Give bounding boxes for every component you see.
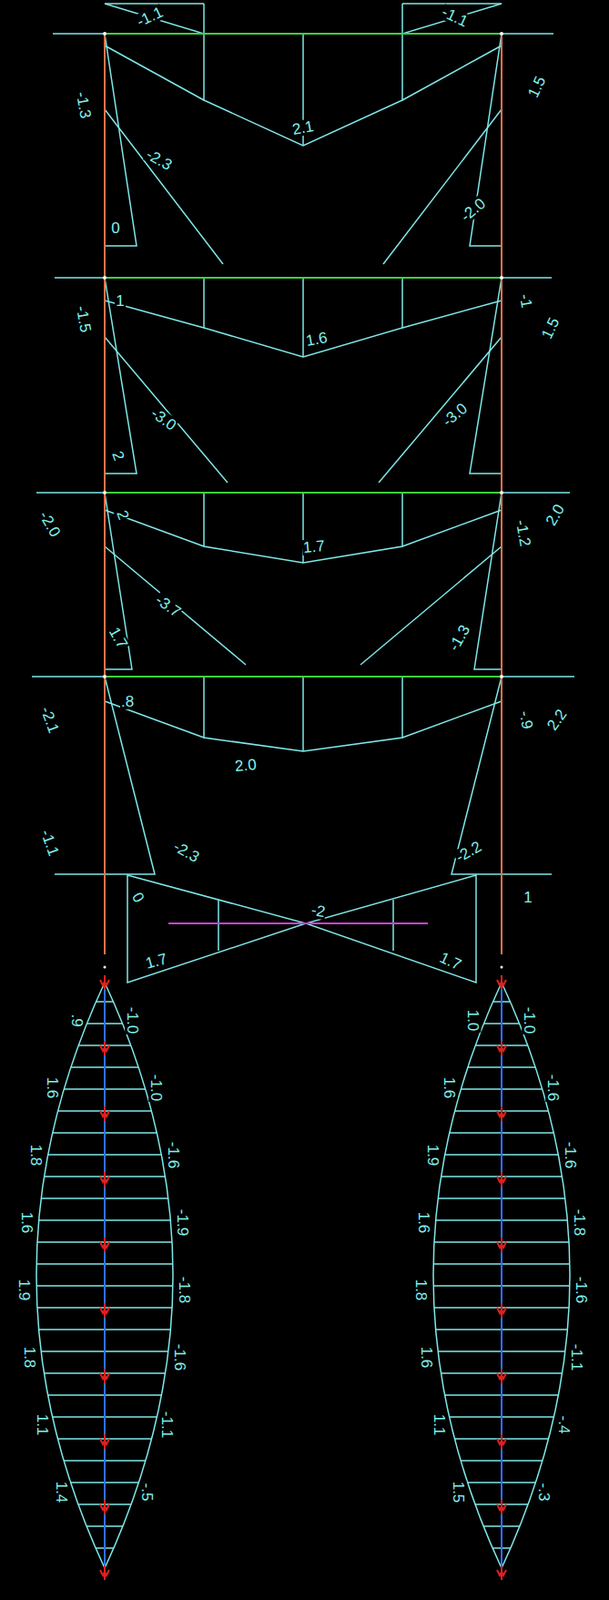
moment-value: 1.7 — [105, 623, 132, 652]
moment-value: -1.3 — [73, 89, 94, 121]
support-marker — [100, 1433, 110, 1449]
support-marker — [497, 974, 507, 990]
support-marker — [497, 1499, 507, 1514]
moment-value: 1.7 — [436, 948, 465, 973]
support-marker — [100, 1171, 110, 1187]
moment-value: 1.7 — [142, 949, 170, 971]
moment-value: -1.1 — [438, 3, 472, 31]
support-marker — [497, 1564, 507, 1580]
moment-value: -2.3 — [170, 837, 203, 865]
moment-value: 2 — [113, 507, 132, 523]
moment-value: -1.8 — [176, 1274, 193, 1303]
moment-value: 1.1 — [431, 1411, 447, 1436]
moment-value: -.5 — [140, 1481, 156, 1502]
moment-value: -1.6 — [573, 1274, 589, 1303]
support-marker — [497, 1368, 507, 1383]
moment-value: -1.3 — [446, 620, 474, 654]
moment-value: -1.9 — [174, 1207, 191, 1236]
moment-value: -1 — [517, 291, 536, 310]
support-marker — [497, 1171, 507, 1187]
moment-value: -2.0 — [457, 193, 490, 224]
moment-value: 1.0 — [466, 1007, 482, 1032]
moment-value: 2.2 — [544, 705, 571, 734]
moment-value: -2.0 — [36, 507, 64, 540]
moment-value: 1.6 — [44, 1075, 61, 1099]
moment-value: 2.1 — [290, 117, 316, 137]
moment-value: 2.0 — [542, 500, 569, 529]
moment-value: -.9 — [517, 708, 537, 731]
moment-value: 1 — [522, 889, 533, 905]
moment-value: 1.9 — [17, 1277, 33, 1301]
support-marker — [100, 1564, 110, 1580]
support-marker — [100, 1499, 110, 1514]
support-marker — [100, 1302, 110, 1318]
support-marker — [497, 1433, 507, 1449]
support-marker — [100, 1237, 110, 1252]
moment-value: -.4 — [556, 1413, 572, 1434]
support-marker — [497, 1237, 507, 1252]
moment-value: 2.0 — [233, 755, 258, 773]
moment-value: 1.6 — [304, 328, 330, 348]
moment-value: 1.7 — [301, 537, 326, 555]
moment-value: -1.0 — [124, 1004, 141, 1034]
moment-value: -2.2 — [452, 837, 486, 865]
support-marker — [100, 974, 110, 990]
moment-value: -1.1 — [159, 1409, 175, 1438]
support-marker — [497, 1040, 507, 1056]
moment-value: 1.5 — [525, 72, 549, 101]
moment-value: -3.0 — [147, 404, 180, 434]
moment-value: -1.5 — [73, 303, 94, 335]
moment-value: 1.6 — [441, 1075, 457, 1099]
moment-value: -2.1 — [38, 702, 63, 735]
support-marker — [100, 1106, 110, 1121]
moment-value: 1 — [114, 293, 125, 309]
moment-value: 1.8 — [28, 1142, 44, 1167]
moment-value: -3.7 — [152, 590, 184, 620]
moment-value: 1.9 — [425, 1142, 441, 1167]
support-marker — [100, 1040, 110, 1056]
moment-value: 1.6 — [416, 1209, 432, 1234]
moment-value: 1.5 — [450, 1479, 467, 1503]
moment-value: 1.1 — [34, 1411, 51, 1436]
moment-value: 1.6 — [418, 1344, 435, 1369]
moment-value: -3.0 — [439, 398, 472, 429]
moment-value: 1.4 — [53, 1479, 70, 1503]
moment-value: .9 — [69, 1012, 85, 1027]
moment-value: -1.0 — [149, 1072, 165, 1101]
moment-value: 1.6 — [19, 1209, 35, 1234]
moment-value: -1.1 — [568, 1341, 585, 1371]
moment-value: 1.5 — [538, 314, 563, 342]
moment-value: 0 — [110, 220, 121, 236]
support-marker — [497, 1106, 507, 1121]
moment-value: -1.6 — [562, 1139, 579, 1168]
support-marker — [100, 1368, 110, 1383]
moment-value: -1.8 — [571, 1207, 588, 1236]
moment-value: -1.6 — [172, 1341, 188, 1371]
support-marker — [497, 1302, 507, 1318]
moment-value: -1.1 — [133, 3, 167, 31]
moment-value: 1.8 — [21, 1344, 38, 1369]
moment-value: -1.1 — [38, 825, 63, 858]
moment-value: 0 — [129, 888, 148, 905]
moment-value: -.3 — [537, 1481, 553, 1502]
moment-value: -2.3 — [142, 145, 176, 173]
moment-value: -1.2 — [513, 517, 534, 549]
moment-value: 1.8 — [414, 1277, 430, 1301]
moment-value: .8 — [120, 693, 135, 710]
moment-value: -1.6 — [165, 1139, 182, 1168]
moment-value: 2 — [109, 447, 128, 464]
moment-value: -2 — [309, 901, 328, 920]
moment-value: -1.0 — [521, 1004, 538, 1034]
moment-value: -1.6 — [546, 1072, 562, 1101]
